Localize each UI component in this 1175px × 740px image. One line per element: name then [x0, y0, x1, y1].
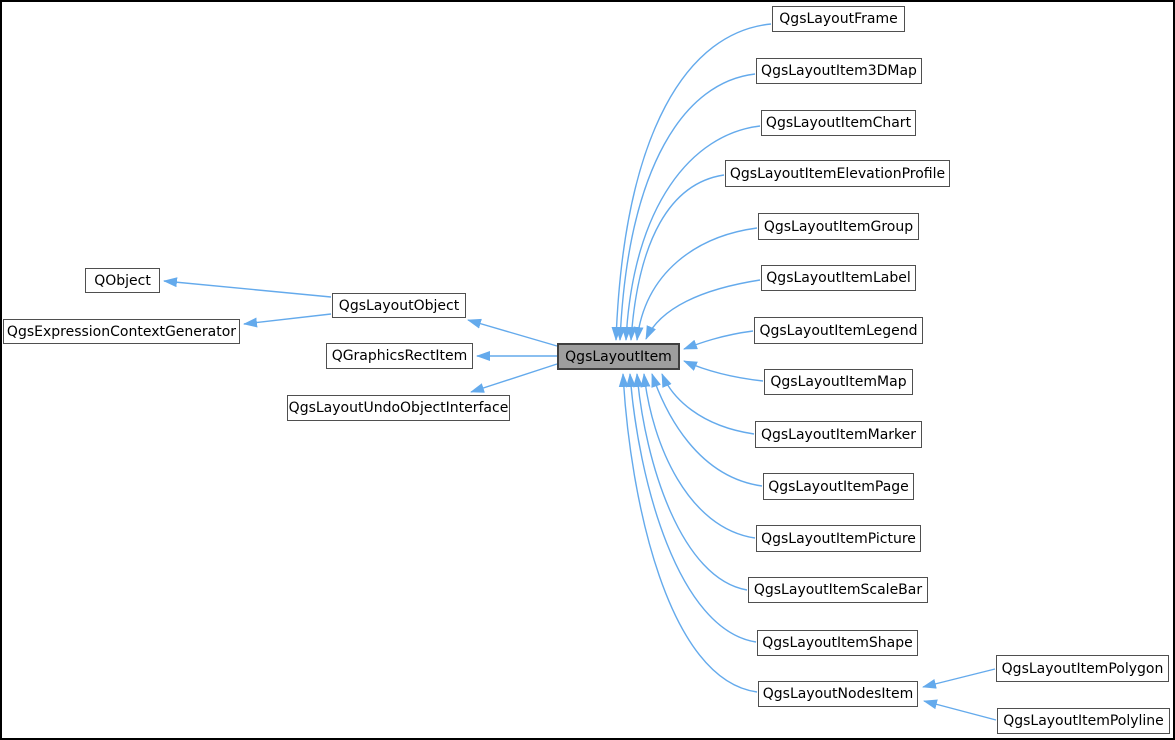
- edge-qgslayoutitempolygon-to-qgslayoutnodesitem: [922, 668, 996, 689]
- edge-qgslayoutitemmarker-to-qgslayoutitem: [661, 373, 755, 435]
- edge-qgslayoutitempage-to-qgslayoutitem: [651, 373, 763, 487]
- class-node-qgslayoutitemshape[interactable]: QgsLayoutItemShape: [757, 630, 918, 656]
- edge-qgslayoutnodesitem-to-qgslayoutitem: [618, 373, 758, 693]
- class-node-qgslayoutitemmarker[interactable]: QgsLayoutItemMarker: [755, 421, 922, 448]
- edge-qgslayoutitem3dmap-to-qgslayoutitem: [615, 73, 756, 341]
- class-node-qgslayoutnodesitem[interactable]: QgsLayoutNodesItem: [758, 681, 918, 707]
- edge-qgslayoutitemlabel-to-qgslayoutitem: [645, 279, 761, 340]
- edge-qgslayoutitemmap-to-qgslayoutitem: [683, 360, 764, 382]
- class-node-qgslayoutundoobjectinterface[interactable]: QgsLayoutUndoObjectInterface: [287, 395, 510, 421]
- class-node-qgslayoutitempolyline[interactable]: QgsLayoutItemPolyline: [997, 708, 1170, 734]
- edge-qgslayoutitemgroup-to-qgslayoutitem: [633, 227, 758, 341]
- class-node-qgslayoutitemscalebar[interactable]: QgsLayoutItemScaleBar: [748, 577, 928, 603]
- edge-qgslayoutitemshape-to-qgslayoutitem: [625, 373, 757, 643]
- class-node-qgslayoutitem3dmap[interactable]: QgsLayoutItem3DMap: [756, 58, 922, 84]
- edge-qgslayoutitemlegend-to-qgslayoutitem: [683, 330, 754, 350]
- class-node-qgslayoutitem-current: QgsLayoutItem: [557, 343, 680, 370]
- class-node-qgslayoutframe[interactable]: QgsLayoutFrame: [772, 6, 905, 32]
- edge-qgslayoutitemelevationprofile-to-qgslayoutitem: [626, 174, 725, 341]
- class-node-qgslayoutitemgroup[interactable]: QgsLayoutItemGroup: [758, 213, 919, 240]
- edge-qgslayoutitempicture-to-qgslayoutitem: [640, 373, 756, 539]
- edge-qgslayoutitemscalebar-to-qgslayoutitem: [633, 373, 748, 591]
- class-node-qgslayoutitempage[interactable]: QgsLayoutItemPage: [763, 473, 914, 500]
- class-node-qobject[interactable]: QObject: [85, 268, 160, 293]
- class-node-qgslayoutitemlegend[interactable]: QgsLayoutItemLegend: [754, 317, 923, 344]
- class-node-qgslayoutitemlabel[interactable]: QgsLayoutItemLabel: [761, 265, 916, 291]
- class-node-qgslayoutitempolygon[interactable]: QgsLayoutItemPolygon: [996, 655, 1169, 682]
- class-node-qgslayoutitempicture[interactable]: QgsLayoutItemPicture: [756, 525, 921, 552]
- class-node-qgslayoutitemchart[interactable]: QgsLayoutItemChart: [761, 110, 916, 136]
- class-node-qgslayoutitemmap[interactable]: QgsLayoutItemMap: [764, 369, 913, 395]
- edge-qgslayoutitem-to-qgslayoutundoobjectinterface: [470, 363, 558, 393]
- edge-qgslayoutobject-to-qgsexpressioncontextgenerator: [243, 313, 332, 328]
- edge-qgslayoutitem-to-qgslayoutobject: [467, 318, 558, 347]
- edge-qgslayoutitemchart-to-qgslayoutitem: [621, 125, 761, 341]
- edge-qgslayoutobject-to-qobject: [163, 277, 332, 298]
- class-node-qgsexpressioncontextgenerator[interactable]: QgsExpressionContextGenerator: [3, 319, 240, 344]
- class-node-qgraphicsrectitem[interactable]: QGraphicsRectItem: [326, 343, 473, 369]
- class-node-qgslayoutobject[interactable]: QgsLayoutObject: [332, 293, 466, 318]
- edge-qgslayoutframe-to-qgslayoutitem: [611, 23, 772, 341]
- class-node-qgslayoutitemelevationprofile[interactable]: QgsLayoutItemElevationProfile: [725, 160, 950, 187]
- edge-qgslayoutitempolyline-to-qgslayoutnodesitem: [923, 699, 997, 721]
